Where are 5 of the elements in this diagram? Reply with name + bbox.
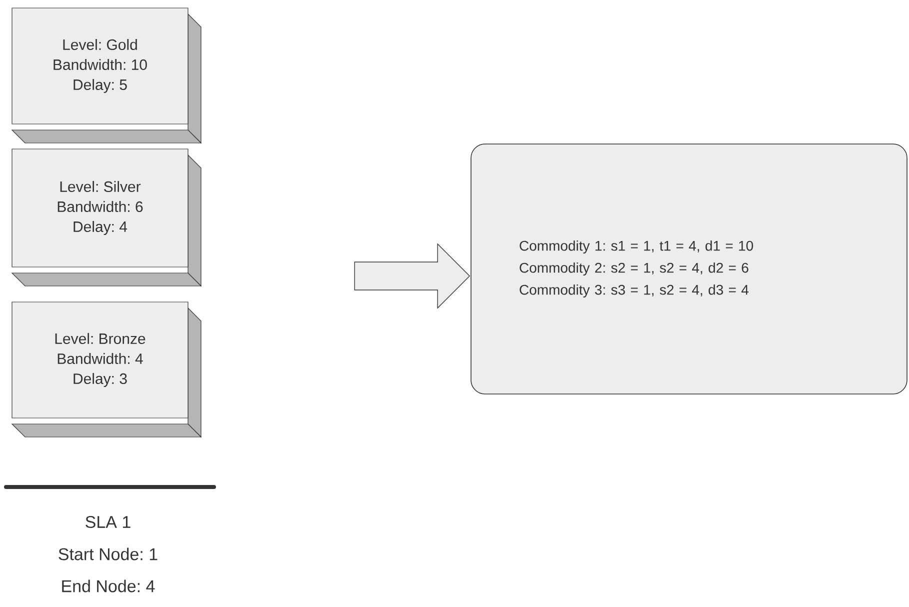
block-arrow (354, 243, 470, 309)
caption-text: Start Node: 1 (58, 548, 158, 560)
caption-text: SLA 1 (86, 516, 130, 528)
rounded-box: Commodity 1: s1 = 1, t1 = 4, d1 = 10 Commodity 2: s2 = 1, s2 = 4, d2 = 6 Commodity 3: s3 = 1, s2 = 4, d3 = 4 (470, 144, 908, 394)
caption-text: End Node: 4 (62, 580, 155, 592)
